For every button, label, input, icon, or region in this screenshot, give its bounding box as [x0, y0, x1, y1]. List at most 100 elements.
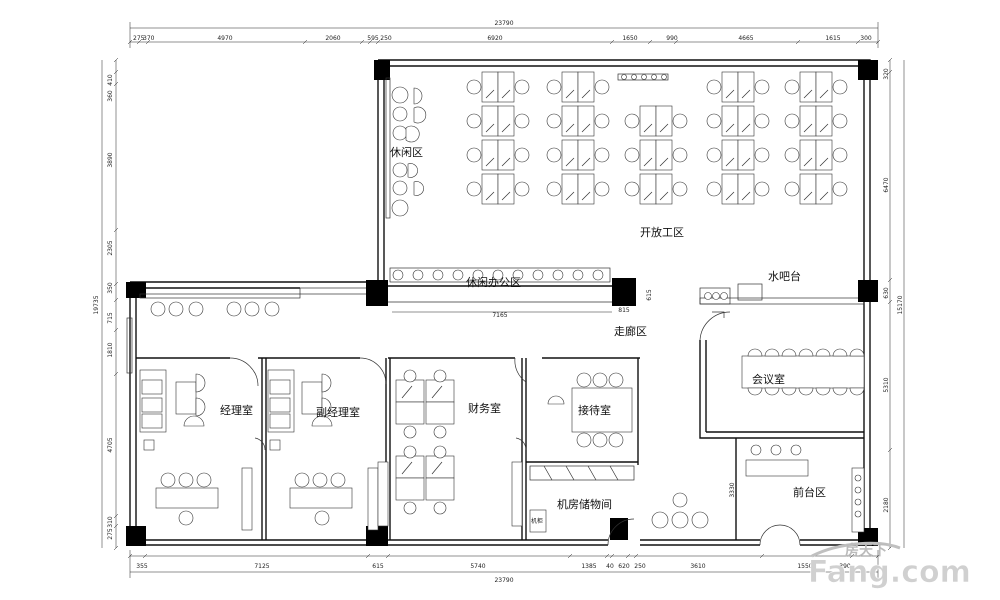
- desk: [561, 71, 579, 103]
- chair: [784, 79, 800, 95]
- desk: [815, 173, 833, 205]
- chair: [784, 181, 800, 197]
- right-total-dim: 15170: [897, 295, 904, 314]
- dim-tick: [113, 513, 119, 519]
- bottom-dim: 620: [618, 563, 630, 570]
- dim-tick: [855, 39, 861, 45]
- dim-tick: [609, 39, 615, 45]
- meeting-chair: [815, 348, 831, 357]
- desk: [497, 71, 515, 103]
- desk: [737, 71, 755, 103]
- chair: [594, 147, 610, 163]
- dim-tick: [113, 227, 119, 233]
- dim-tick: [633, 553, 639, 559]
- desk-lamp: [431, 385, 443, 399]
- meeting-chair: [849, 387, 865, 396]
- finance-desk: [395, 401, 425, 425]
- meeting-chair: [747, 387, 763, 396]
- logo-top-text: 房天下: [845, 542, 887, 559]
- top-dim: 2060: [325, 35, 340, 42]
- dim-tick: [113, 57, 119, 63]
- chair: [672, 147, 688, 163]
- machine-label: 机柜: [531, 517, 543, 525]
- dim-tick: [849, 553, 855, 559]
- desk-lamp: [581, 157, 591, 167]
- meeting-chair: [815, 387, 831, 396]
- leisure-office-area-label: 休闲办公区: [466, 275, 521, 289]
- desk-lamp: [659, 191, 669, 201]
- left-leisure-chairs: [139, 293, 301, 317]
- dim-tick: [113, 545, 119, 551]
- desk-lamp: [803, 157, 813, 167]
- top-dim: 595: [367, 35, 379, 42]
- left-dim: 715: [107, 312, 114, 324]
- desk-lamp: [643, 157, 653, 167]
- desk: [815, 139, 833, 171]
- chair: [754, 79, 770, 95]
- open-work-area-desks: [466, 71, 848, 205]
- bottom-dim: 1385: [581, 563, 596, 570]
- desk: [577, 173, 595, 205]
- meeting-chair: [764, 387, 780, 396]
- desk: [655, 139, 673, 171]
- chair: [624, 181, 640, 197]
- inner-dim: 3330: [729, 482, 736, 497]
- finance-desk: [425, 455, 455, 479]
- desk-lamp: [741, 89, 751, 99]
- desk: [577, 71, 595, 103]
- chair: [466, 113, 482, 129]
- chair: [514, 79, 530, 95]
- left-dim: 360: [107, 90, 114, 102]
- dim-tick: [145, 39, 151, 45]
- dim-tick: [875, 39, 881, 45]
- bottom-total-dim: 23790: [494, 577, 513, 584]
- desk-lamp: [581, 191, 591, 201]
- desk-lamp: [485, 191, 495, 201]
- leisure-area-chairs: [385, 77, 427, 219]
- bottom-dim: 1550: [797, 563, 812, 570]
- top-dim: 275: [133, 35, 145, 42]
- inner-dim: 815: [618, 307, 630, 314]
- desk-lamp: [501, 123, 511, 133]
- meeting-chair: [764, 348, 780, 357]
- finance-chair: [403, 501, 417, 515]
- desk: [497, 173, 515, 205]
- corridor-label: 走廊区: [614, 324, 647, 338]
- column: [366, 526, 388, 546]
- dim-tick: [375, 39, 381, 45]
- desk-lamp: [803, 191, 813, 201]
- dim-tick: [113, 523, 119, 529]
- column: [858, 280, 878, 302]
- finance-desk: [395, 455, 425, 479]
- desk-lamp: [819, 191, 829, 201]
- desk: [639, 139, 657, 171]
- desk: [815, 71, 833, 103]
- desk: [721, 173, 739, 205]
- finance-chair: [403, 425, 417, 439]
- desk: [737, 173, 755, 205]
- desk: [799, 71, 817, 103]
- desk-lamp: [659, 123, 669, 133]
- chair: [514, 147, 530, 163]
- column: [366, 280, 388, 306]
- desk: [639, 105, 657, 137]
- chair: [754, 181, 770, 197]
- desk: [737, 105, 755, 137]
- chair: [546, 113, 562, 129]
- cabinet-knob: [651, 74, 657, 80]
- finance-desk: [395, 379, 425, 403]
- meeting-chair: [781, 387, 797, 396]
- chair: [672, 181, 688, 197]
- desk-lamp: [643, 191, 653, 201]
- chair: [594, 79, 610, 95]
- dim-tick: [604, 553, 610, 559]
- server-storage-label: 机房储物间: [557, 497, 612, 511]
- dim-tick: [113, 297, 119, 303]
- chair: [832, 147, 848, 163]
- columns: [126, 60, 878, 546]
- dim-tick: [359, 39, 365, 45]
- right-dim: 320: [883, 68, 890, 80]
- desk-lamp: [741, 123, 751, 133]
- desk-lamp: [565, 191, 575, 201]
